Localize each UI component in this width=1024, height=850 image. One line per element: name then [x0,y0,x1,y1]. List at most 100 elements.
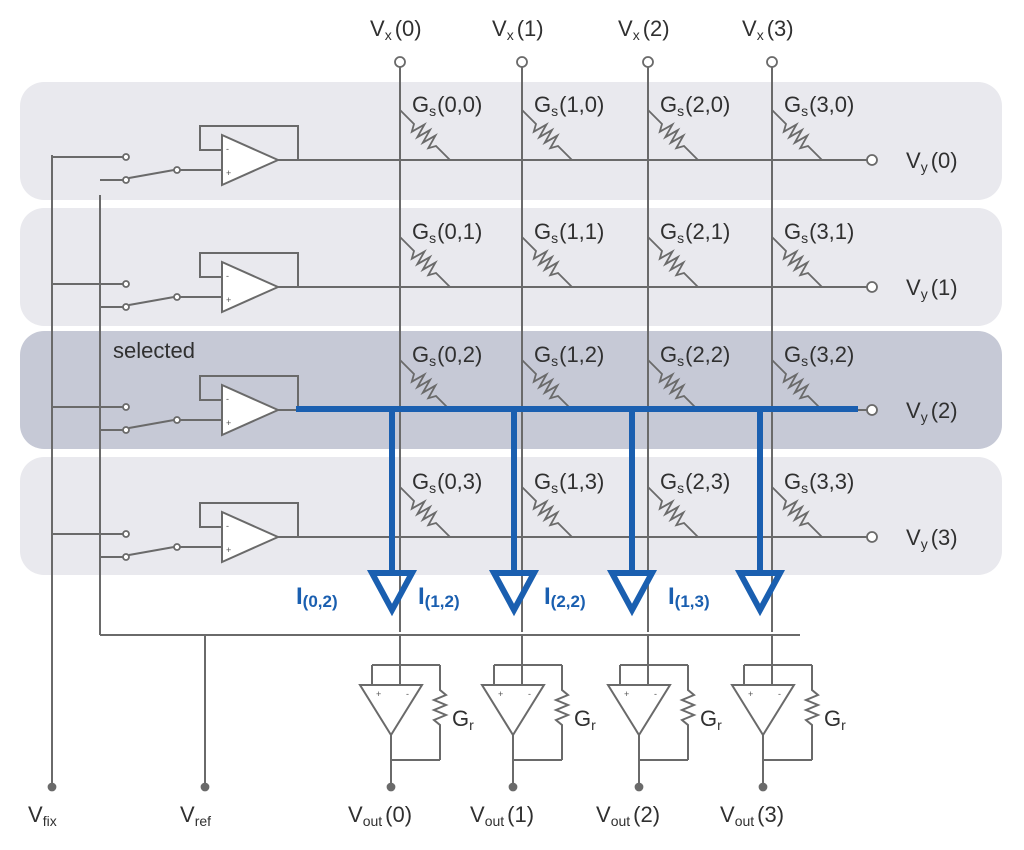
gr-resistor-1 [553,665,571,760]
row-label-0: Vy(0) [906,148,958,175]
column-terminal-2 [642,56,654,68]
cell-label-2-1: Gs(2,1) [660,219,730,246]
vout-terminal-2 [634,782,644,792]
cell-label-3-2: Gs(3,2) [784,342,854,369]
switch-contact-fix-3 [122,530,130,538]
cell-label-2-3: Gs(2,3) [660,469,730,496]
switch-pivot-2 [173,416,181,424]
memristor-cell-0-1 [399,236,451,288]
current-arrow-3 [734,570,786,617]
gr-label-2: Gr [700,706,722,733]
row-terminal-1 [866,281,878,293]
amp-minus-1: - [226,271,229,281]
amp-minus-3: - [226,521,229,531]
sense-amp-plus-1: + [498,689,503,699]
gr-resistor-3 [803,665,821,760]
row-terminal-0 [866,154,878,166]
switch-blade-1 [128,296,175,306]
cell-label-1-2: Gs(1,2) [534,342,604,369]
memristor-cell-3-3 [771,486,823,538]
sense-amp-plus-2: + [624,689,629,699]
memristor-cell-1-1 [521,236,573,288]
cell-label-2-2: Gs(2,2) [660,342,730,369]
vfix-label: Vfix [28,802,57,829]
sense-amp-minus-0: - [406,689,409,699]
vout-terminal-1 [508,782,518,792]
circuit-labels: Vx(0)Vx(1)Vx(2)Vx(3)Vy(0)Vy(1)Vy(2)Vy(3)… [28,16,958,829]
row-buffer-amp-3 [221,510,281,564]
amplifiers: -+-+-+-++-+-+-+- [221,133,796,737]
vout-label-1: Vout(1) [470,802,534,829]
row-band-2 [20,331,1002,449]
gr-label-3: Gr [824,706,846,733]
current-label-2: I(2,2) [544,583,586,611]
buffer-feedback-0 [199,125,299,160]
memristor-cell-0-3 [399,486,451,538]
sense-amp-2 [606,684,672,737]
column-label-2: Vx(2) [618,16,670,43]
cell-label-0-0: Gs(0,0) [412,92,482,119]
switch-contact-fix-0 [122,153,130,161]
amp-minus-2: - [226,394,229,404]
current-arrow-1 [488,570,540,617]
amp-plus-3: + [226,545,231,555]
memristor-cell-2-1 [647,236,699,288]
cell-label-3-1: Gs(3,1) [784,219,854,246]
switch-contact-ref-2 [122,426,130,434]
vfix-terminal [47,782,57,792]
gr-label-1: Gr [574,706,596,733]
vout-label-2: Vout(2) [596,802,660,829]
current-label-0: I(0,2) [296,583,338,611]
switch-contact-fix-1 [122,280,130,288]
selected-label: selected [113,338,195,363]
sense-amp-0 [358,684,424,737]
memristor-cell-2-2 [647,359,699,411]
memristor-cells [399,109,823,538]
row-band-1 [20,208,1002,326]
cell-label-1-1: Gs(1,1) [534,219,604,246]
column-terminal-1 [516,56,528,68]
amp-plus-1: + [226,295,231,305]
gr-label-0: Gr [452,706,474,733]
memristor-cell-3-0 [771,109,823,161]
memristor-cell-1-2 [521,359,573,411]
memristor-cell-3-2 [771,359,823,411]
memristor-cell-3-1 [771,236,823,288]
row-label-1: Vy(1) [906,275,958,302]
cell-label-3-3: Gs(3,3) [784,469,854,496]
switch-contact-ref-3 [122,553,130,561]
vout-label-0: Vout(0) [348,802,412,829]
sense-amp-plus-3: + [748,689,753,699]
switch-contact-fix-2 [122,403,130,411]
column-terminal-3 [766,56,778,68]
current-label-1: I(1,2) [418,583,460,611]
switch-pivot-0 [173,166,181,174]
amp-plus-0: + [226,168,231,178]
buffer-feedback-2 [199,375,299,410]
sense-amp-1 [480,684,546,737]
row-label-2: Vy(2) [906,398,958,425]
row-band-0 [20,82,1002,200]
row-terminal-2 [866,404,878,416]
switch-blade-2 [128,419,175,429]
cell-label-1-3: Gs(1,3) [534,469,604,496]
read-current-paths [296,406,858,617]
current-arrow-2 [606,570,658,617]
memristor-cell-0-0 [399,109,451,161]
switch-pivot-1 [173,293,181,301]
current-arrow-0 [366,570,418,617]
column-terminal-0 [394,56,406,68]
column-label-0: Vx(0) [370,16,422,43]
row-buffer-amp-1 [221,260,281,314]
gr-resistor-2 [679,665,697,760]
row-buffer-amp-0 [221,133,281,187]
cell-label-3-0: Gs(3,0) [784,92,854,119]
memristor-cell-1-0 [521,109,573,161]
vref-terminal [200,782,210,792]
column-label-3: Vx(3) [742,16,794,43]
vout-terminal-3 [758,782,768,792]
sense-amp-minus-3: - [778,689,781,699]
cell-label-0-3: Gs(0,3) [412,469,482,496]
column-label-1: Vx(1) [492,16,544,43]
